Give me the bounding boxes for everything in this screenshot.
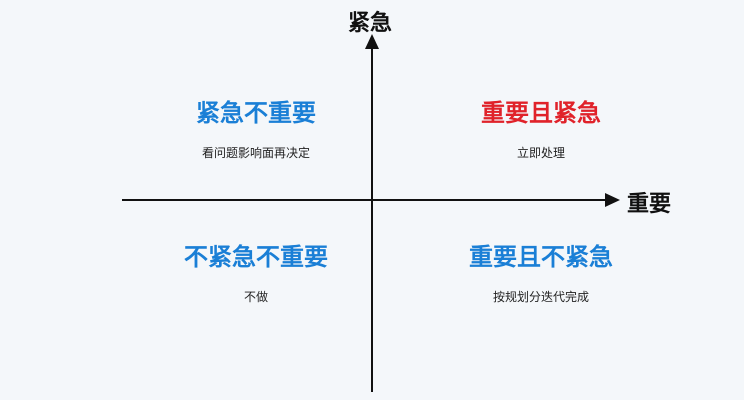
- quadrant-subtitle: 不做: [243, 290, 268, 304]
- y-axis-label: 紧急: [348, 11, 393, 36]
- quadrant-bottom-right: 重要且不紧急 按规划分迭代完成: [431, 241, 651, 305]
- quadrant-subtitle: 看问题影响面再决定: [201, 146, 310, 160]
- x-axis-label: 重要: [627, 192, 672, 217]
- y-axis-arrow-icon: [365, 34, 379, 49]
- quadrant-bottom-left: 不紧急不重要 不做: [146, 241, 366, 305]
- quadrant-title: 重要且紧急: [481, 99, 601, 127]
- quadrant-title: 不紧急不重要: [184, 243, 328, 271]
- quadrant-subtitle: 立即处理: [516, 146, 565, 160]
- quadrant-top-left: 紧急不重要 看问题影响面再决定: [146, 97, 366, 161]
- quadrant-subtitle: 按规划分迭代完成: [492, 290, 589, 304]
- quadrant-title: 重要且不紧急: [469, 243, 613, 271]
- quadrant-title: 紧急不重要: [196, 99, 316, 127]
- x-axis-arrow-icon: [605, 193, 620, 207]
- quadrant-top-right: 重要且紧急 立即处理: [431, 97, 651, 161]
